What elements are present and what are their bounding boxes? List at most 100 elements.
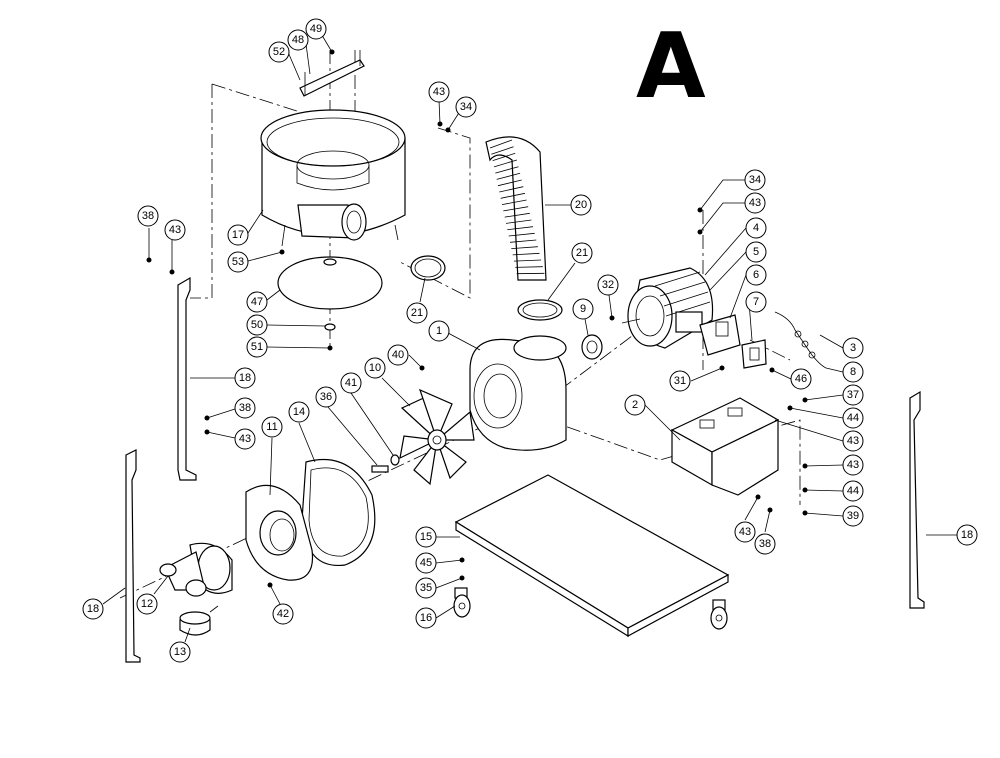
callout-11: 11: [261, 416, 283, 438]
flex-hose: [485, 136, 547, 281]
svg-text:9: 9: [580, 303, 586, 315]
callout-3: 3: [842, 337, 864, 359]
svg-text:48: 48: [292, 34, 304, 46]
svg-text:35: 35: [420, 582, 432, 594]
callout-40: 40: [387, 344, 409, 366]
callout-21: 21: [406, 302, 428, 324]
callout-16: 16: [415, 607, 437, 629]
filter-disk: [277, 256, 383, 310]
power-cord: [774, 311, 827, 369]
svg-text:51: 51: [251, 341, 263, 353]
callout-52: 52: [268, 41, 290, 63]
inlet-plate: [245, 484, 314, 581]
svg-text:3: 3: [850, 342, 856, 354]
svg-text:44: 44: [847, 412, 859, 424]
svg-text:5: 5: [753, 246, 759, 258]
svg-text:42: 42: [277, 608, 289, 620]
caster: [453, 587, 471, 618]
base-plate: [454, 474, 730, 638]
svg-text:38: 38: [142, 210, 154, 222]
motor: [621, 267, 714, 349]
svg-text:40: 40: [392, 349, 404, 361]
leg: [909, 390, 925, 609]
callout-5: 5: [745, 241, 767, 263]
hardware-dots: [146, 49, 808, 588]
leader-lines: [102, 31, 957, 643]
callout-43: 43: [842, 430, 864, 452]
svg-text:1: 1: [436, 325, 442, 337]
callout-1: 1: [428, 320, 450, 342]
svg-text:36: 36: [320, 391, 332, 403]
callout-9: 9: [572, 298, 594, 320]
svg-text:10: 10: [369, 362, 381, 374]
callout-50: 50: [246, 314, 268, 336]
svg-text:7: 7: [753, 296, 759, 308]
arbor-bolt: [371, 465, 389, 473]
callout-39: 39: [842, 505, 864, 527]
svg-text:20: 20: [575, 199, 587, 211]
callout-18: 18: [956, 524, 978, 546]
svg-text:21: 21: [576, 247, 588, 259]
svg-text:43: 43: [433, 86, 445, 98]
callout-8: 8: [842, 361, 864, 383]
callout-2: 2: [624, 394, 646, 416]
svg-text:18: 18: [87, 603, 99, 615]
callout-17: 17: [227, 224, 249, 246]
leg: [177, 276, 197, 481]
svg-text:18: 18: [239, 372, 251, 384]
svg-text:50: 50: [251, 319, 263, 331]
callout-12: 12: [136, 593, 158, 615]
svg-text:47: 47: [251, 296, 263, 308]
svg-text:41: 41: [345, 377, 357, 389]
switch: [741, 339, 767, 369]
callout-47: 47: [246, 291, 268, 313]
svg-text:32: 32: [602, 279, 614, 291]
svg-text:43: 43: [847, 459, 859, 471]
svg-text:34: 34: [460, 101, 472, 113]
gasket: [301, 458, 376, 567]
arbor-washer: [390, 454, 400, 466]
motor-mount: [670, 397, 780, 496]
callout-14: 14: [288, 401, 310, 423]
caster: [710, 599, 728, 630]
sheet-letter: A: [636, 14, 706, 119]
blower-housing: [469, 335, 567, 451]
callout-35: 35: [415, 577, 437, 599]
hose-clamp: [410, 255, 446, 281]
callout-43: 43: [744, 192, 766, 214]
washer: [324, 323, 336, 331]
callout-42: 42: [272, 603, 294, 625]
svg-text:16: 16: [420, 612, 432, 624]
callout-43: 43: [164, 219, 186, 241]
callout-36: 36: [315, 386, 337, 408]
svg-text:43: 43: [749, 197, 761, 209]
callout-21: 21: [571, 242, 593, 264]
callout-18: 18: [234, 367, 256, 389]
callout-6: 6: [745, 264, 767, 286]
callout-20: 20: [570, 194, 592, 216]
callout-43: 43: [234, 428, 256, 450]
callout-46: 46: [790, 368, 812, 390]
hose-clamp-inner: [414, 258, 442, 278]
callout-15: 15: [415, 526, 437, 548]
callout-32: 32: [597, 274, 619, 296]
callout-48: 48: [287, 29, 309, 51]
svg-text:12: 12: [141, 598, 153, 610]
svg-text:6: 6: [753, 269, 759, 281]
svg-text:4: 4: [753, 222, 759, 234]
callout-37: 37: [842, 384, 864, 406]
impeller: [399, 388, 475, 486]
svg-text:13: 13: [174, 646, 186, 658]
svg-text:2: 2: [632, 399, 638, 411]
callout-44: 44: [842, 407, 864, 429]
washer: [323, 258, 337, 266]
callout-41: 41: [340, 372, 362, 394]
svg-text:53: 53: [232, 256, 244, 268]
callout-7: 7: [745, 291, 767, 313]
svg-text:15: 15: [420, 531, 432, 543]
callout-43: 43: [428, 81, 450, 103]
svg-text:43: 43: [239, 433, 251, 445]
callout-38: 38: [754, 533, 776, 555]
svg-text:8: 8: [850, 366, 856, 378]
